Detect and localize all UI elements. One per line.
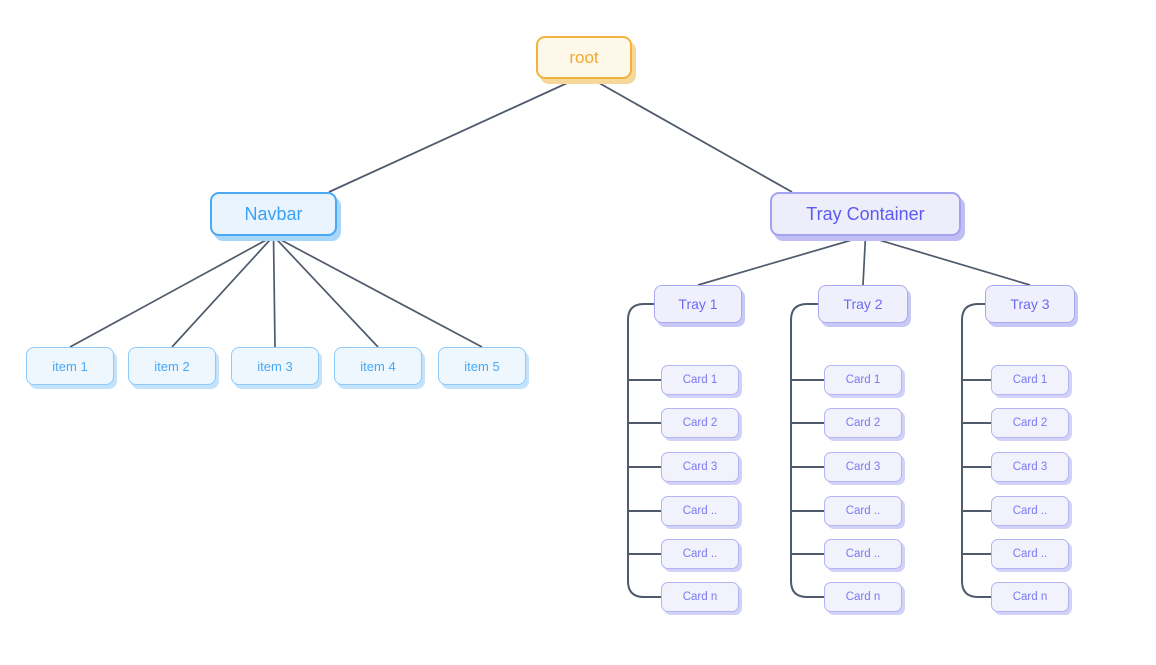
- node-item-3[interactable]: item 3: [231, 347, 319, 385]
- node-tray-1-card-4[interactable]: Card ..: [661, 496, 739, 526]
- edge-tray-2-spine: [790, 303, 819, 582]
- edge-root-navbar: [328, 78, 577, 193]
- edge-tray-container-tray-3: [865, 235, 1031, 286]
- node-item-2[interactable]: item 2: [128, 347, 216, 385]
- node-tray-3-card-3[interactable]: Card 3: [991, 452, 1069, 482]
- edge-tray-container-tray-2: [862, 235, 867, 286]
- node-tray-2-card-4[interactable]: Card ..: [824, 496, 902, 526]
- node-tray-1-card-2[interactable]: Card 2: [661, 408, 739, 438]
- edge-navbar-item-2: [171, 235, 275, 348]
- node-tray-3-card-6[interactable]: Card n: [991, 582, 1069, 612]
- node-item-4[interactable]: item 4: [334, 347, 422, 385]
- node-tray-1-card-6[interactable]: Card n: [661, 582, 739, 612]
- edge-tray-3-spine-end: [961, 580, 992, 598]
- node-tray-3-card-5[interactable]: Card ..: [991, 539, 1069, 569]
- edge-tray-3-spine: [961, 303, 986, 582]
- node-tray-1-card-1[interactable]: Card 1: [661, 365, 739, 395]
- edge-tray-1-spine-end: [627, 580, 662, 598]
- node-tray-2-card-3[interactable]: Card 3: [824, 452, 902, 482]
- node-tray-3-card-4[interactable]: Card ..: [991, 496, 1069, 526]
- node-navbar[interactable]: Navbar: [210, 192, 337, 236]
- node-tray-2-card-1[interactable]: Card 1: [824, 365, 902, 395]
- node-tray-2-card-6[interactable]: Card n: [824, 582, 902, 612]
- edge-navbar-item-1: [69, 235, 274, 348]
- node-tray-2-card-2[interactable]: Card 2: [824, 408, 902, 438]
- edge-navbar-item-5: [273, 235, 483, 348]
- edge-navbar-item-3: [272, 235, 276, 348]
- node-item-1[interactable]: item 1: [26, 347, 114, 385]
- node-tray-1[interactable]: Tray 1: [654, 285, 742, 323]
- node-tray-3[interactable]: Tray 3: [985, 285, 1075, 323]
- edge-tray-container-tray-1: [697, 235, 866, 286]
- edge-root-tray-container: [591, 78, 793, 193]
- node-item-5[interactable]: item 5: [438, 347, 526, 385]
- node-tray-2[interactable]: Tray 2: [818, 285, 908, 323]
- node-root[interactable]: root: [536, 36, 632, 79]
- node-tray-3-card-2[interactable]: Card 2: [991, 408, 1069, 438]
- node-tray-1-card-3[interactable]: Card 3: [661, 452, 739, 482]
- node-tray-2-card-5[interactable]: Card ..: [824, 539, 902, 569]
- edge-navbar-item-4: [272, 235, 379, 348]
- node-tray-1-card-5[interactable]: Card ..: [661, 539, 739, 569]
- edge-tray-2-spine-end: [790, 580, 825, 598]
- node-tray-container[interactable]: Tray Container: [770, 192, 961, 236]
- node-tray-3-card-1[interactable]: Card 1: [991, 365, 1069, 395]
- edge-tray-1-spine: [627, 303, 655, 582]
